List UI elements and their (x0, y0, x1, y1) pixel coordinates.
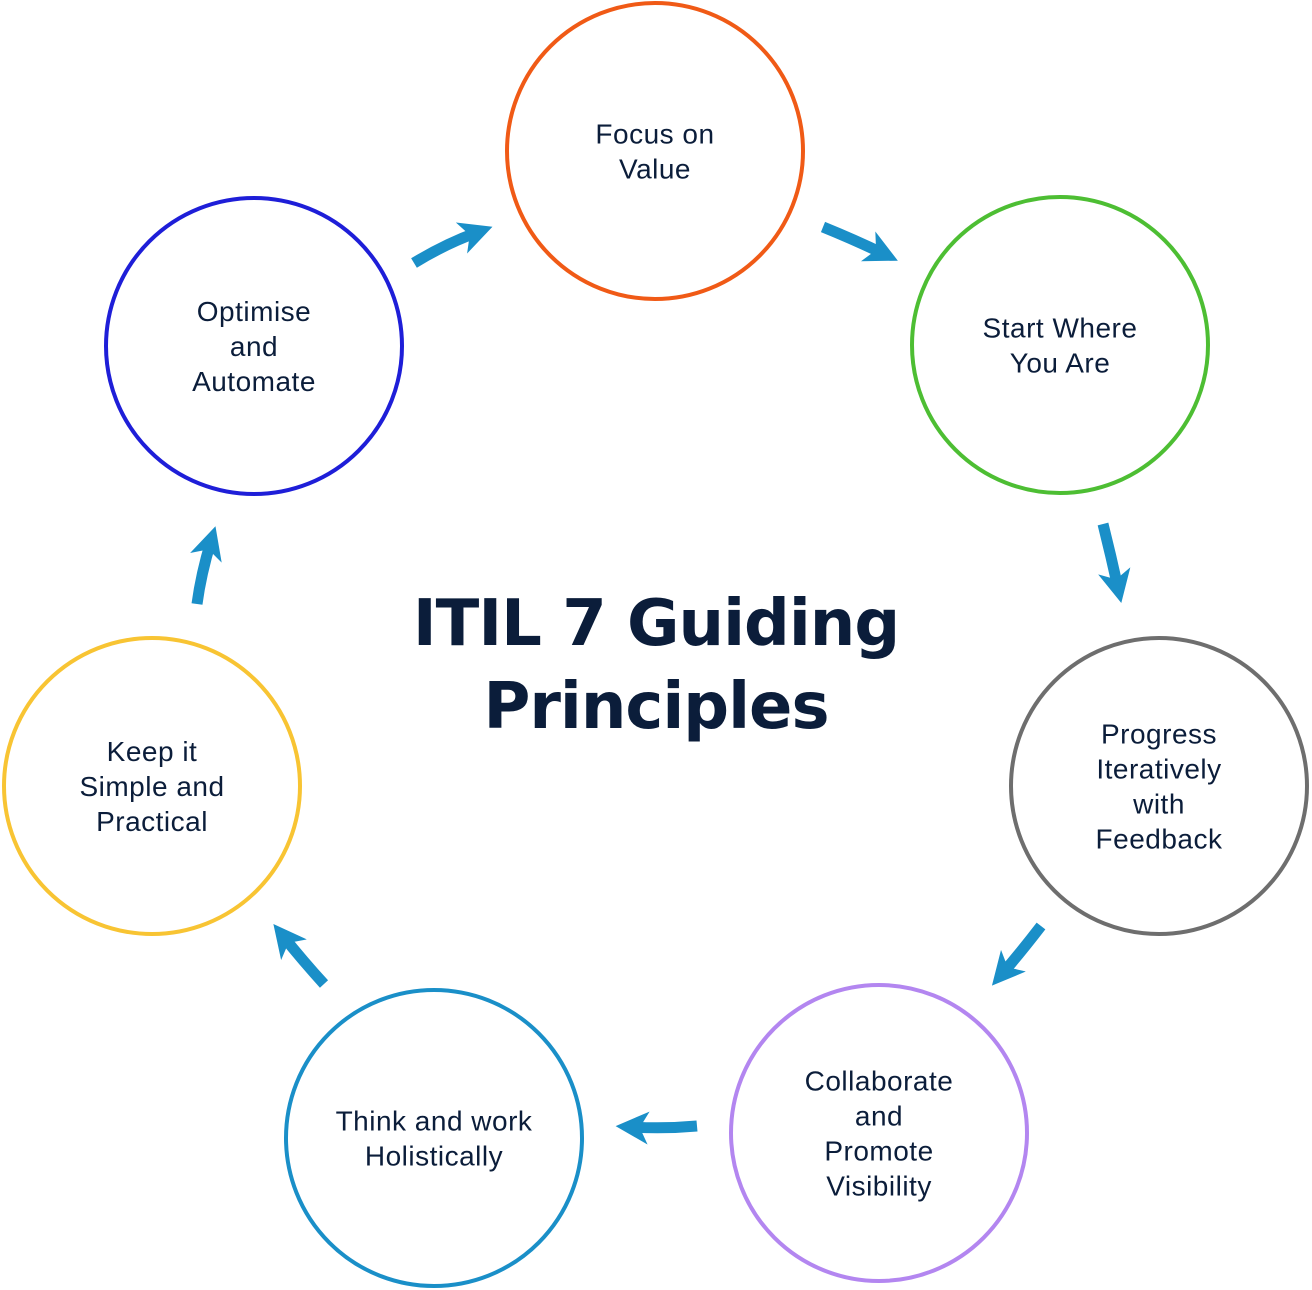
diagram-title-line-2: Principles (483, 670, 828, 744)
principle-circle (505, 1, 805, 301)
principle-label-line: Automate (192, 366, 316, 397)
principle-circle (1009, 636, 1309, 936)
cycle-arrow-6 (273, 923, 329, 988)
cycle-arrows (190, 221, 1131, 1145)
principle-label-line: Simple and (79, 771, 224, 802)
cycle-arrow-5 (615, 1111, 698, 1145)
principle-label-line: Think and work (336, 1106, 533, 1137)
principle-circle (2, 636, 302, 936)
cycle-arrow-7 (190, 526, 222, 605)
principle-label-line: Iteratively (1096, 754, 1221, 785)
principle-circle (910, 195, 1210, 495)
cycle-arrow-3 (1097, 522, 1131, 604)
principle-label-line: Optimise (197, 296, 311, 327)
diagram-title-line-1: ITIL 7 Guiding (413, 587, 899, 661)
principle-label-line: Start Where (983, 313, 1138, 344)
cycle-arrow-1 (411, 222, 493, 268)
principle-circle (729, 983, 1029, 1283)
principle-label-line: Progress (1101, 719, 1217, 750)
principle-label-line: Feedback (1096, 824, 1223, 855)
principle-label-line: Keep it (107, 736, 198, 767)
principle-label-line: You Are (1010, 348, 1111, 379)
principle-circle (284, 988, 584, 1288)
principle-node-1: Focus on Value (505, 1, 805, 301)
principle-label-line: Practical (96, 806, 208, 837)
principle-label-line: Collaborate (805, 1066, 954, 1097)
principle-label-line: with (1132, 789, 1185, 820)
principle-label-line: and (230, 331, 278, 362)
principle-circle (104, 196, 404, 496)
principle-label-line: Value (619, 154, 691, 185)
principle-label-line: Focus on (595, 119, 714, 150)
principle-label-line: Promote (824, 1136, 933, 1167)
cycle-arrow-2 (820, 221, 898, 262)
principle-label-line: Visibility (826, 1171, 932, 1202)
cycle-arrow-4 (991, 922, 1046, 986)
principle-label-line: Holistically (365, 1141, 503, 1172)
principle-label-line: and (855, 1101, 903, 1132)
